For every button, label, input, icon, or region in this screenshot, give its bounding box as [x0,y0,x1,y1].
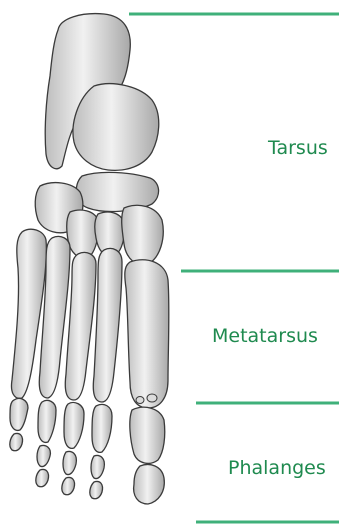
phalanx-toe5-distal [10,433,23,450]
metatarsal-1 [125,260,169,408]
metatarsal-2 [93,249,122,403]
phalanx-toe5-proximal [10,398,28,430]
phalanx-toe4-proximal [38,400,56,442]
cuneiform-medial [122,205,164,265]
talus-bone [73,84,159,171]
phalanx-hallux-proximal [130,407,165,463]
metatarsus-label: Metatarsus [212,327,318,346]
phalanx-toe4-middle [37,445,50,466]
phalanx-toe2-distal [90,481,103,498]
phalanx-toe3-middle [63,452,76,475]
metatarsal-3 [65,252,96,400]
phalanx-toe4-distal [36,469,49,486]
phalanx-toe3-proximal [64,402,84,448]
phalanx-toe3-distal [62,477,75,494]
tarsus-label: Tarsus [268,139,328,158]
sesamoid-medial [147,394,157,402]
phalanx-toe2-middle [91,456,104,479]
cuneiform-lateral [67,210,99,258]
phalanx-toe2-proximal [92,404,112,452]
foot-skeleton-illustration [10,14,169,504]
navicular-bone [76,172,158,211]
phalanges-label: Phalanges [228,459,326,478]
sesamoid-lateral [136,397,144,404]
phalanx-hallux-distal [134,465,165,505]
